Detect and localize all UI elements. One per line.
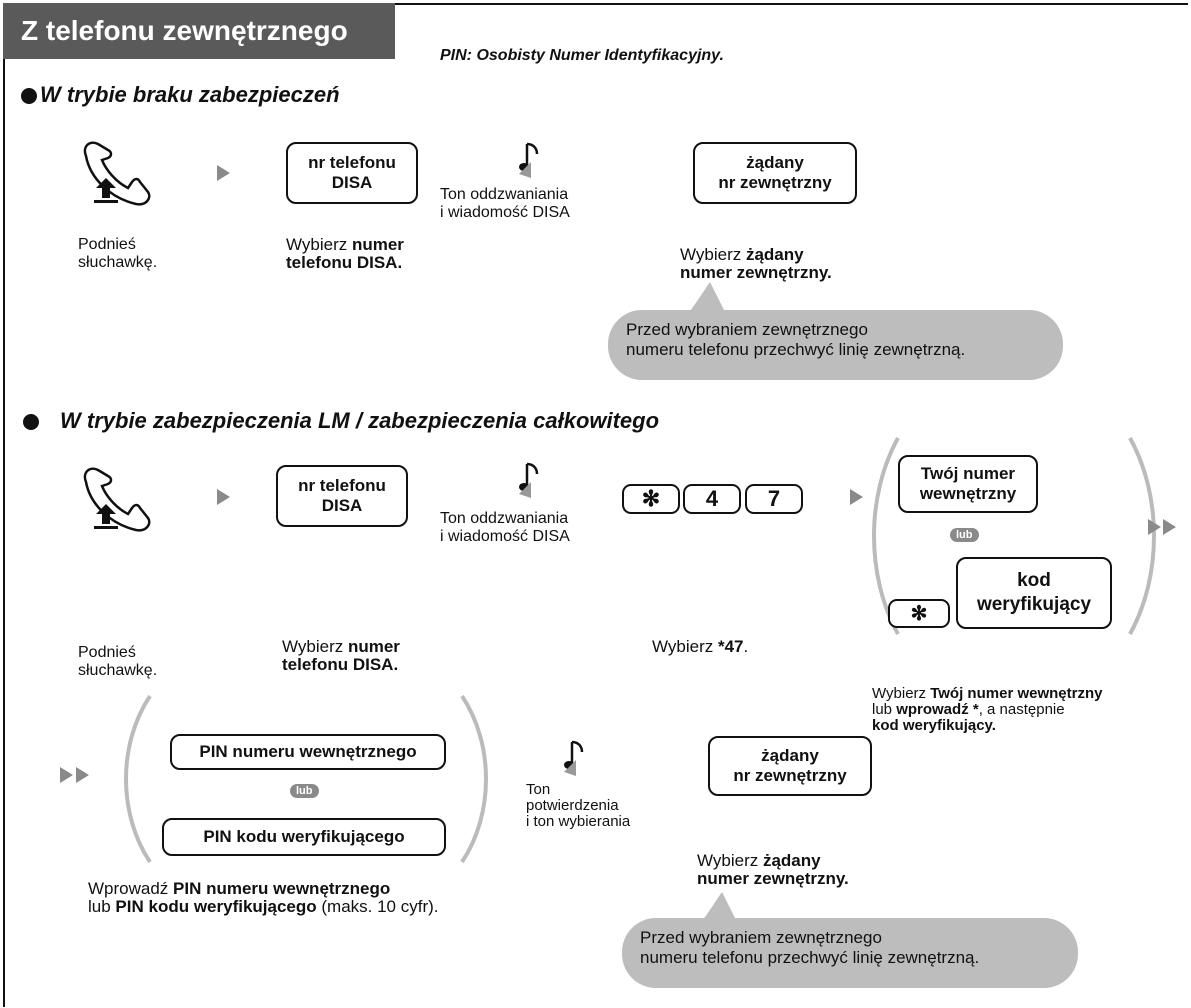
ringback-tone-label: Ton oddzwaniania i wiadomość DISA — [440, 510, 570, 545]
key-7: 7 — [745, 484, 803, 514]
pin-extension-box: PIN numeru wewnętrznego — [170, 734, 446, 770]
dial-tone-label: Ton potwierdzenia i ton wybierania — [526, 781, 631, 830]
ringback-tone-label: Ton oddzwaniania i wiadomość DISA — [440, 186, 570, 221]
left-paren-bracket — [872, 437, 900, 635]
continue-arrow-icon — [1163, 519, 1176, 535]
disa-number-box: nr telefonu DISA — [276, 465, 408, 527]
disa-number-box: nr telefonu DISA — [286, 142, 418, 204]
info-bubble: Przed wybraniem zewnętrznego numeru tele… — [608, 310, 1063, 380]
header-bar: Z telefonu zewnętrznego — [3, 3, 395, 59]
bullet-icon — [23, 414, 39, 430]
key-star: ✻ — [888, 599, 950, 628]
pin-verification-box: PIN kodu weryfikującego — [162, 818, 446, 856]
section1-heading: W trybie braku zabezpieczeń — [40, 82, 340, 107]
music-note-icon — [519, 462, 539, 498]
bullet-icon — [21, 88, 37, 104]
handset-offhook-icon — [83, 141, 151, 206]
step3-caption: Wybierz *47. — [652, 637, 749, 656]
page-frame — [3, 3, 1188, 1007]
page-title: Z telefonu zewnętrznego — [21, 15, 348, 46]
continue-arrow-icon — [76, 767, 89, 783]
extension-number-box: Twój numer wewnętrzny — [898, 455, 1038, 513]
right-paren-bracket — [460, 694, 488, 864]
pin-note: PIN: Osobisty Numer Identyfikacyjny. — [440, 47, 724, 64]
right-paren-bracket — [1128, 437, 1156, 635]
verification-code-box: kod weryfikujący — [956, 557, 1112, 629]
next-arrow-icon — [217, 489, 230, 505]
info-bubble: Przed wybraniem zewnętrznego numeru tele… — [622, 918, 1078, 988]
left-paren-bracket — [124, 694, 152, 864]
target-number-box: żądany nr zewnętrzny — [708, 736, 872, 796]
next-arrow-icon — [217, 165, 230, 181]
continue-arrow-icon — [60, 767, 73, 783]
or-badge: lub — [290, 784, 319, 798]
music-note-icon — [564, 740, 584, 776]
or-badge: lub — [950, 528, 979, 542]
section2-heading: W trybie zabezpieczenia LM / zabezpiecze… — [60, 408, 660, 433]
music-note-icon — [519, 142, 539, 178]
key-4: 4 — [683, 484, 741, 514]
step1-caption: Podnieś słuchawkę. — [78, 236, 158, 271]
handset-offhook-icon — [83, 467, 151, 532]
target-number-box: żądany nr zewnętrzny — [693, 142, 857, 204]
continue-arrow-icon — [1148, 519, 1161, 535]
step1-caption: Podnieś słuchawkę. — [78, 644, 158, 679]
next-arrow-icon — [850, 489, 863, 505]
key-star: ✻ — [622, 484, 680, 514]
